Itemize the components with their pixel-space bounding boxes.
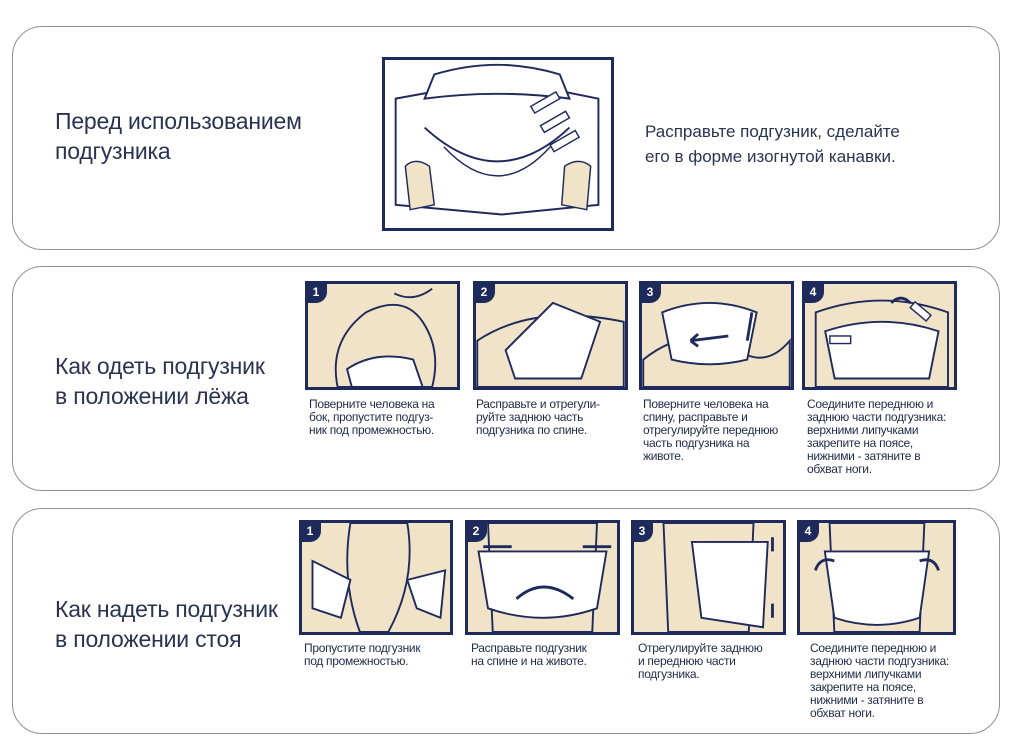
step-caption-standing-1: Пропустите подгузник под промежностью. bbox=[304, 641, 421, 668]
illustration-lying-step-3: 3 bbox=[639, 281, 794, 390]
section-description-before-use: Расправьте подгузник, сделайте его в фор… bbox=[645, 122, 900, 166]
step-number-badge: 1 bbox=[308, 284, 327, 303]
step-caption-lying-2: Расправьте и отрегули- руйте заднюю част… bbox=[476, 397, 600, 437]
step-caption-lying-3: Поверните человека на спину, расправьте … bbox=[643, 397, 778, 463]
step-caption-lying-1: Поверните человека на бок, пропустите по… bbox=[309, 397, 435, 437]
illustration-standing-step-3: 3 bbox=[631, 520, 786, 635]
section-title-before-use: Перед использованием подгузника bbox=[55, 108, 302, 164]
step-number-badge: 4 bbox=[805, 284, 824, 303]
step-number-badge: 2 bbox=[476, 284, 495, 303]
section-title-standing: Как надеть подгузник в положении стоя bbox=[55, 596, 278, 652]
step-number-badge: 3 bbox=[634, 523, 653, 542]
illustration-standing-step-1: 1 bbox=[299, 520, 453, 635]
illustration-lying-step-2: 2 bbox=[473, 281, 628, 390]
step-number-badge: 2 bbox=[468, 523, 487, 542]
illustration-lying-step-1: 1 bbox=[305, 281, 460, 390]
illustration-lying-step-4: 4 bbox=[802, 281, 957, 390]
step-number-badge: 1 bbox=[302, 523, 321, 542]
step-caption-standing-3: Отрегулируйте заднюю и переднюю части по… bbox=[638, 641, 763, 681]
step-caption-lying-4: Соедините переднюю и заднюю части подгуз… bbox=[807, 397, 947, 476]
diaper-prep-drawing bbox=[394, 63, 600, 216]
section-title-lying: Как одеть подгузник в положении лёжа bbox=[55, 353, 265, 409]
illustration-standing-step-2: 2 bbox=[465, 520, 620, 635]
illustration-standing-step-4: 4 bbox=[797, 520, 956, 635]
step-number-badge: 4 bbox=[800, 523, 819, 542]
step-caption-standing-4: Соедините переднюю и заднюю части подгуз… bbox=[810, 641, 950, 720]
step-number-badge: 3 bbox=[642, 284, 661, 303]
illustration-diaper-prep bbox=[382, 57, 614, 231]
step-caption-standing-2: Расправьте подгузник на спине и на живот… bbox=[471, 641, 587, 668]
